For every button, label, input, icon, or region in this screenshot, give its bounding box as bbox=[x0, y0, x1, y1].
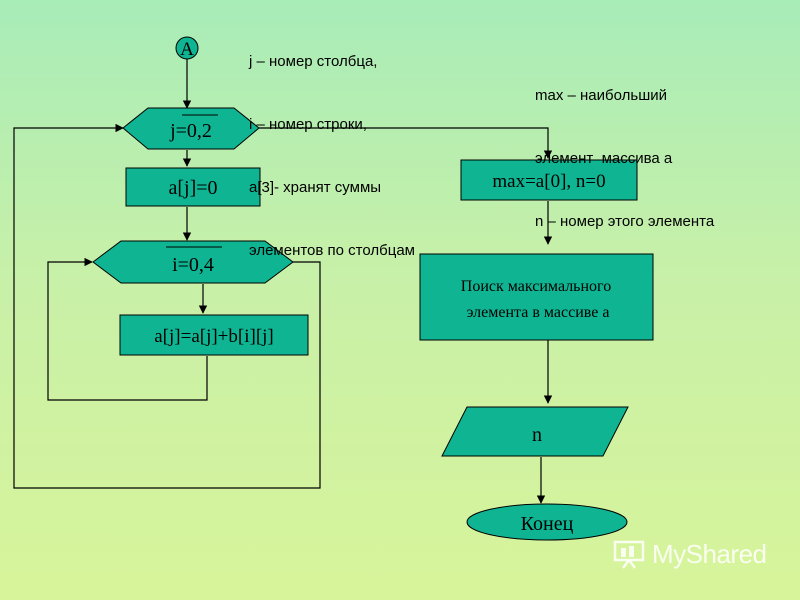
flow-lines bbox=[13, 59, 553, 504]
sum-label: a[j]=a[j]+b[i][j] bbox=[154, 326, 274, 347]
search-label-line2: элемента в массиве a bbox=[467, 304, 610, 321]
watermark-text: MyShared bbox=[652, 538, 767, 569]
end-label: Конец bbox=[521, 513, 574, 535]
notes-right: max – наибольший элемент массива a n – н… bbox=[535, 43, 714, 253]
output-block: n bbox=[441, 406, 629, 457]
note-left-line: j – номер столбца, bbox=[249, 53, 378, 70]
loop-j-block: j=0,2 bbox=[122, 107, 260, 150]
search-label-line1: Поиск максимального bbox=[461, 278, 611, 295]
init-max-label: max=a[0], n=0 bbox=[492, 171, 605, 192]
assign-zero-block: a[j]=0 bbox=[125, 167, 261, 207]
init-max-block: max=a[0], n=0 bbox=[460, 159, 638, 201]
connector-a: A bbox=[175, 36, 199, 60]
search-block: Поиск максимального элемента в массиве a bbox=[419, 253, 654, 341]
connector-label: A bbox=[180, 39, 194, 60]
note-left-line: i – номер строки, bbox=[249, 116, 367, 133]
note-right-line: max – наибольший bbox=[535, 87, 667, 104]
loop-i-label: i=0,4 bbox=[172, 254, 214, 276]
assign-zero-label: a[j]=0 bbox=[168, 177, 217, 199]
end-block: Конец bbox=[466, 503, 628, 541]
note-right-line: n – номер этого элемента bbox=[535, 213, 715, 230]
loop-i-block: i=0,4 bbox=[92, 240, 294, 284]
notes-left: j – номер столбца, i – номер строки, a[3… bbox=[249, 9, 415, 282]
loop-j-label: j=0,2 bbox=[169, 120, 212, 142]
output-label: n bbox=[532, 424, 542, 446]
watermark: MyShared bbox=[612, 536, 767, 572]
sum-block: a[j]=a[j]+b[i][j] bbox=[119, 314, 309, 356]
note-right-line: элемент массива a bbox=[535, 150, 673, 167]
note-left-line: a[3]- хранят суммы bbox=[249, 179, 382, 196]
note-left-line: элементов по столбцам bbox=[249, 242, 415, 259]
presentation-board-icon bbox=[612, 539, 646, 569]
